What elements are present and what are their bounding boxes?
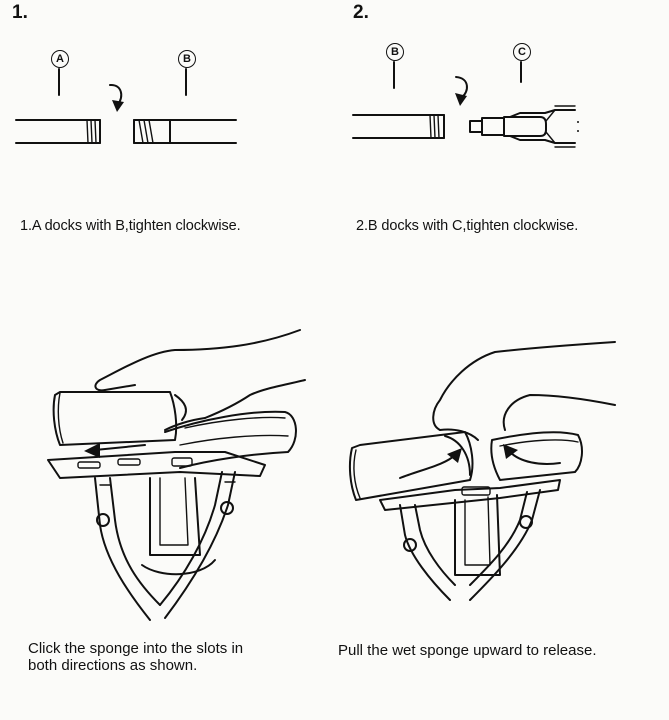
instruction-release-caption: Pull the wet sponge upward to release.: [338, 642, 597, 659]
part-label-b: B: [178, 50, 196, 68]
sponge-release-illustration: [348, 341, 616, 601]
rotate-clockwise-arrow-icon-2: [455, 76, 468, 106]
instruction-insert-line2: both directions as shown.: [28, 657, 198, 674]
part-label-b-step2: B: [386, 43, 404, 61]
step-2-caption: 2.B docks with C,tighten clockwise.: [356, 218, 579, 234]
step-2-diagram: [352, 61, 579, 148]
step-2-number: 2.: [353, 2, 369, 23]
pole-section-b: [133, 119, 237, 144]
instruction-insert-line1: Click the sponge into the slots in: [28, 640, 244, 657]
sponge-insert-illustration: [47, 329, 306, 621]
part-label-a: A: [51, 50, 69, 68]
part-label-c: C: [513, 43, 531, 61]
pole-section-a: [15, 119, 101, 144]
instruction-insert-caption: Click the sponge into the slots in both …: [28, 640, 328, 674]
step-1-caption: 1.A docks with B,tighten clockwise.: [20, 218, 241, 234]
rotate-clockwise-arrow-icon: [109, 83, 124, 112]
pole-section-b2: [352, 114, 445, 139]
step-1-number: 1.: [12, 2, 28, 23]
mop-head-connector-c: [469, 105, 579, 148]
step-1-diagram: [15, 68, 237, 144]
